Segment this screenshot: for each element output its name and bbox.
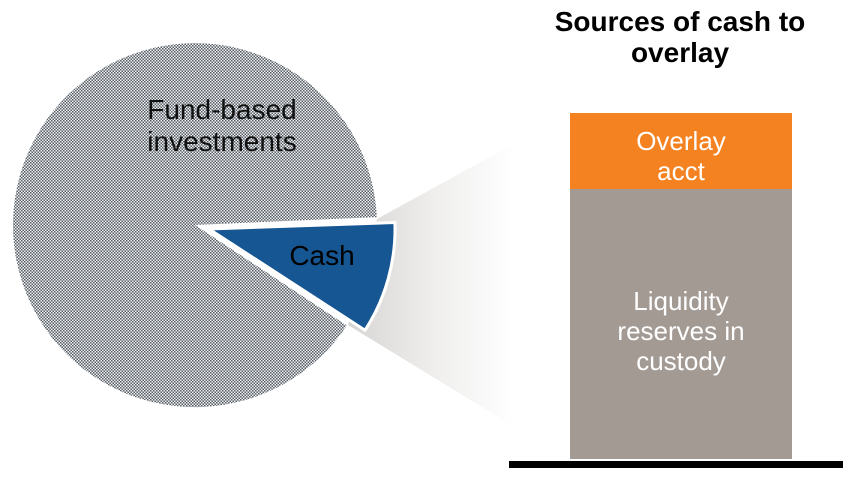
bar-baseline-axis xyxy=(509,461,843,468)
bar-segment-liquidity-reserves: Liquidity reserves in custody xyxy=(570,189,792,459)
pie-slice-cash xyxy=(207,221,397,332)
zoom-funnel xyxy=(348,113,570,461)
pie-slice-fund-based xyxy=(12,43,377,408)
overlay-acct-label: Overlay acct xyxy=(636,126,726,186)
fund-based-investments-label: Fund-based investments xyxy=(147,94,297,157)
liquidity-reserves-label: Liquidity reserves in custody xyxy=(617,286,745,376)
bar-segment-overlay-acct: Overlay acct xyxy=(570,113,792,189)
chart-title: Sources of cash to overlay xyxy=(554,6,806,68)
cash-slice-label: Cash xyxy=(289,240,355,271)
